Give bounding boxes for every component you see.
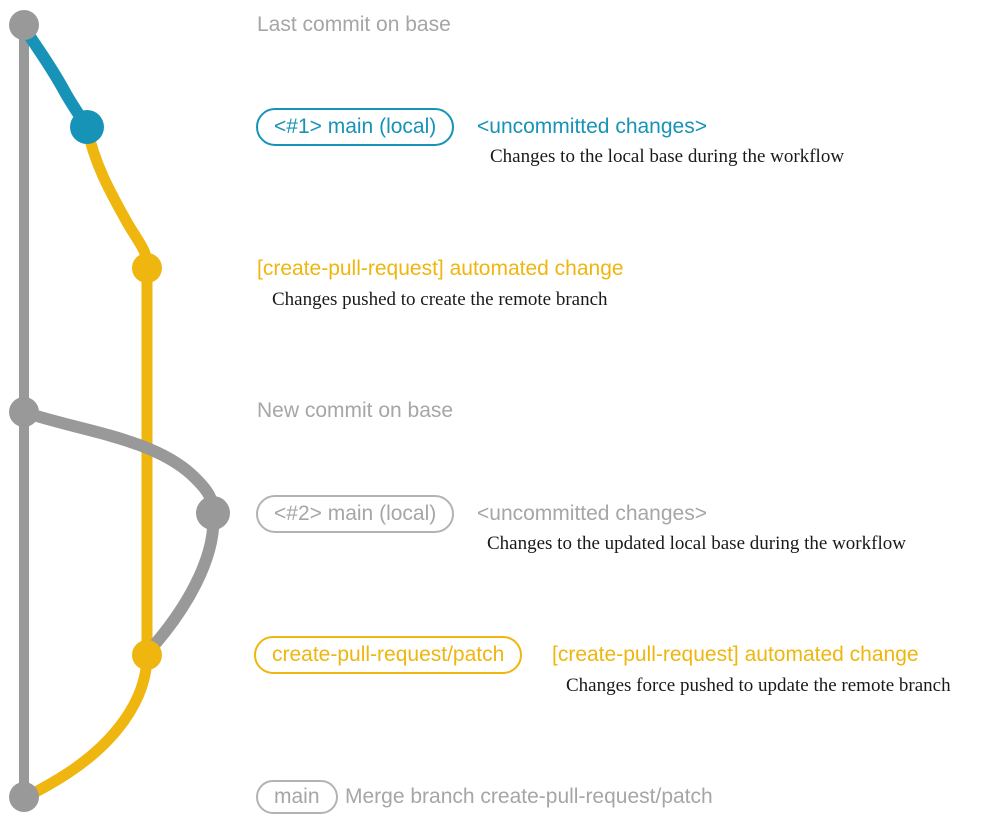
- commit-dot-push-1: [132, 253, 162, 283]
- annotation-uncommitted-2: Changes to the updated local base during…: [487, 533, 906, 554]
- annotation-push-1: Changes pushed to create the remote bran…: [272, 289, 608, 310]
- annotation-push-2: Changes force pushed to update the remot…: [566, 675, 951, 696]
- branch-label-create-pull-request-patch: create-pull-request/patch: [254, 636, 523, 674]
- branch-label-main-local-2: <#2> main (local): [256, 495, 455, 533]
- remote-branch-line: [81, 121, 153, 661]
- commit-message-uncommitted-1: <uncommitted changes>: [477, 115, 707, 138]
- commit-message-new-base: New commit on base: [257, 399, 454, 422]
- commit-message-push-2: [create-pull-request] automated change: [552, 643, 919, 666]
- commit-message-merge: Merge branch create-pull-request/patch: [345, 785, 713, 808]
- commit-dot-main-local-1: [70, 110, 104, 144]
- merge-line: [20, 649, 153, 803]
- commit-message-push-1: [create-pull-request] automated change: [257, 257, 624, 280]
- commit-message-last-base: Last commit on base: [257, 13, 451, 36]
- commit-dot-new-base: [9, 397, 39, 427]
- commit-message-uncommitted-2: <uncommitted changes>: [477, 502, 707, 525]
- commit-dot-push-2: [132, 640, 162, 670]
- base-update-branch-line: [18, 406, 220, 657]
- commit-dot-last-base: [9, 10, 39, 40]
- commit-dot-main-local-2: [196, 496, 230, 530]
- local-branch-line: [18, 21, 93, 133]
- annotation-uncommitted-1: Changes to the local base during the wor…: [490, 146, 845, 167]
- commit-dot-merge: [9, 782, 39, 812]
- branch-label-main-local-1: <#1> main (local): [256, 108, 455, 146]
- branch-label-main: main: [256, 780, 338, 814]
